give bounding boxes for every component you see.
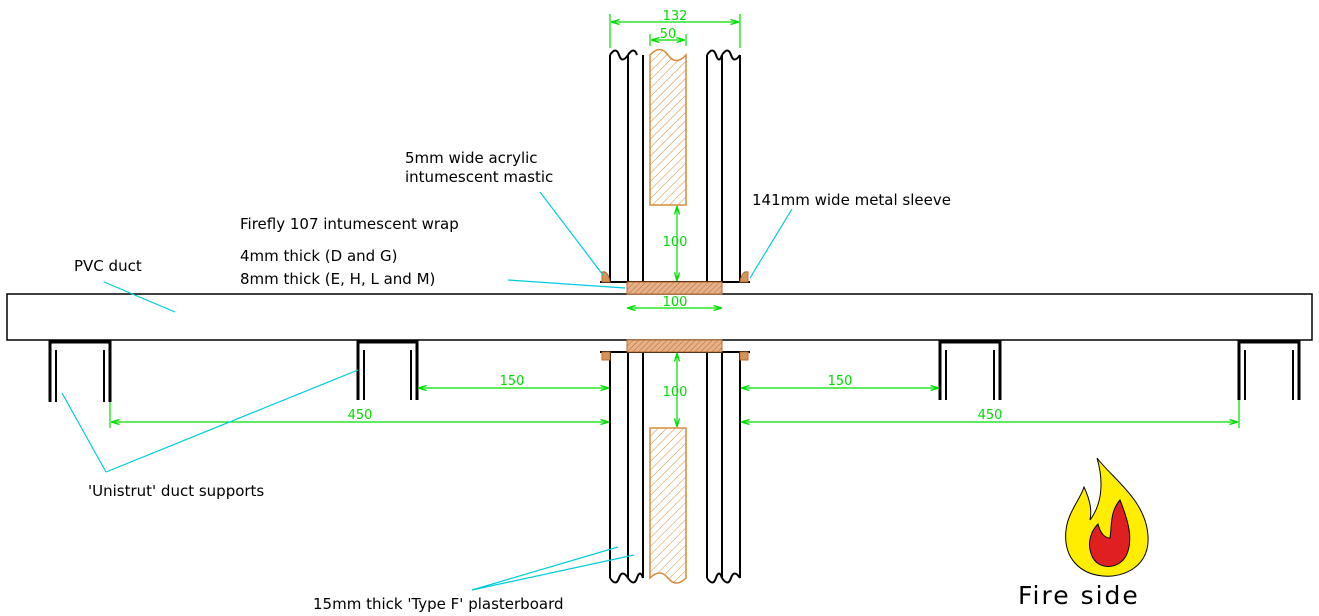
unistrut-support-4 [1237, 340, 1301, 400]
unistrut-support-2 [356, 340, 419, 400]
wall-lower [609, 352, 741, 584]
intumescent-wrap-top-overlay [626, 281, 723, 295]
leader-support-1 [61, 392, 107, 473]
timber-stud-upper [649, 48, 687, 206]
leader-support-2 [105, 369, 359, 473]
label-plasterboard: 15mm thick 'Type F' plasterboard [313, 595, 564, 613]
label-wrap-line3: 8mm thick (E, H, L and M) [240, 270, 435, 288]
wall-upper [609, 49, 741, 282]
dim-stud-width: 50 [660, 27, 677, 42]
dim-wall-width: 132 [663, 9, 688, 24]
label-wrap-line2: 4mm thick (D and G) [240, 247, 397, 265]
dim-upper-gap: 100 [663, 235, 688, 250]
dim-right-outer: 450 [978, 408, 1003, 423]
leader-mastic [539, 191, 604, 276]
pvc-duct [6, 293, 1313, 341]
flame-icon [1065, 457, 1149, 577]
dim-lower-gap: 100 [663, 385, 688, 400]
dim-left-outer: 450 [348, 408, 373, 423]
leader-sleeve [749, 208, 793, 279]
leader-wrap [507, 279, 626, 289]
timber-stud-lower [649, 427, 687, 584]
mastic-bead-top-left [601, 271, 611, 283]
label-duct: PVC duct [74, 257, 142, 275]
dim-wrap-width: 100 [663, 295, 688, 310]
leader-duct [103, 281, 176, 313]
mastic-bead-bottom-right [739, 351, 749, 361]
unistrut-support-3 [938, 340, 1002, 400]
unistrut-support-1 [48, 340, 112, 402]
leader-board-2 [471, 554, 635, 591]
mastic-bead-bottom-left [601, 351, 611, 361]
mastic-bead-top-right [739, 271, 749, 283]
label-fire-side: Fire side [1018, 581, 1140, 610]
dim-left-inner: 150 [500, 374, 525, 389]
label-mastic-line1: 5mm wide acrylic [405, 149, 538, 167]
label-sleeve: 141mm wide metal sleeve [752, 191, 951, 209]
label-supports: 'Unistrut' duct supports [88, 482, 264, 500]
label-wrap-line1: Firefly 107 intumescent wrap [240, 215, 459, 233]
label-mastic-line2: intumescent mastic [405, 168, 553, 186]
dim-right-inner: 150 [828, 374, 853, 389]
leader-board-1 [471, 546, 619, 591]
intumescent-wrap-bottom-overlay [626, 339, 723, 353]
